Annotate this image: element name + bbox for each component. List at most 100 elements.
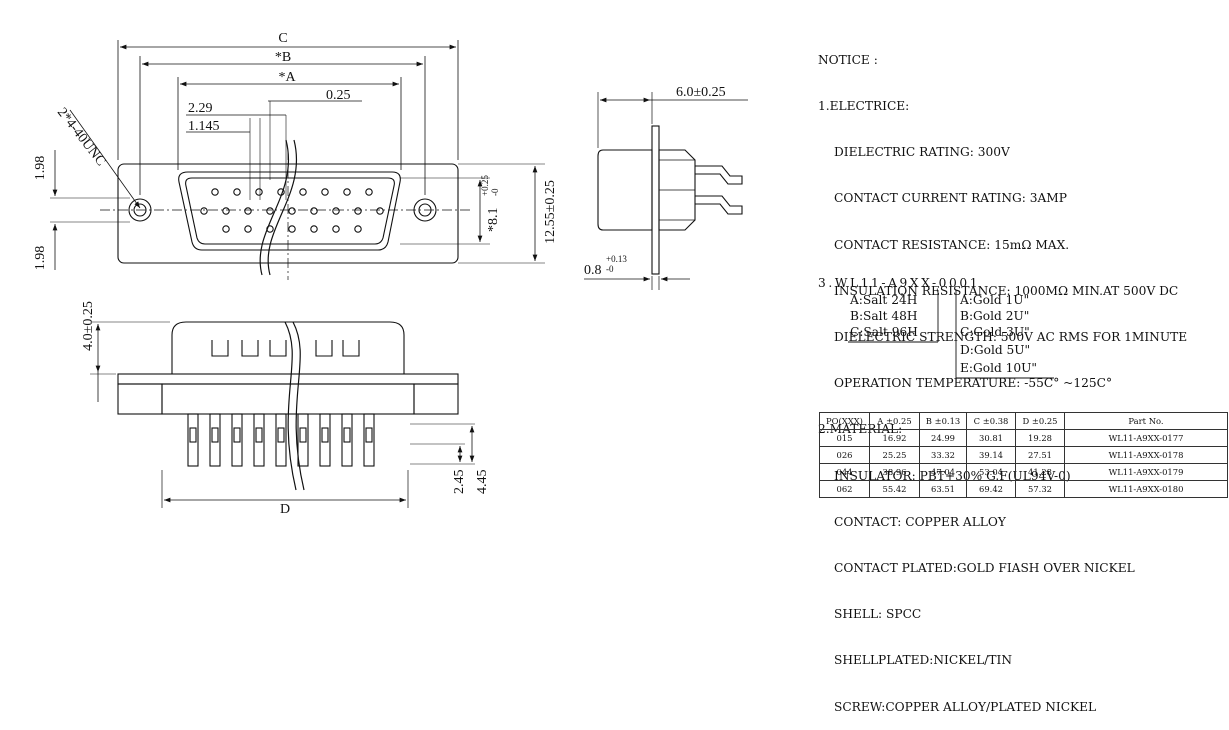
terminal-pin <box>319 413 331 467</box>
terminal-slot <box>233 427 241 443</box>
electric-line: CONTACT CURRENT RATING: 3AMP <box>834 191 1067 206</box>
table-header: B ±0.13 <box>919 412 967 430</box>
terminal-pin <box>231 413 243 467</box>
table-cell: 27.51 <box>1015 446 1065 464</box>
table-cell: WL11-A9XX-0177 <box>1064 429 1228 447</box>
pin-contact <box>376 207 384 215</box>
dim-025-label: 0.25 <box>326 88 351 103</box>
table-cell: 47.04 <box>919 463 967 481</box>
dim-b-label: *B <box>275 50 291 65</box>
dim-445-label: 4.45 <box>475 470 490 495</box>
dim-245-label: 2.45 <box>452 470 467 495</box>
table-header-row: PO(XXX) A ±0.25 B ±0.13 C ±0.38 D ±0.25 … <box>819 412 1228 430</box>
dim-a-label: *A <box>278 70 296 85</box>
dim-81-group: *8.1 +0.25 -0 <box>480 175 501 232</box>
dim-81-tol-dn: -0 <box>490 188 500 196</box>
salt-option: B:Salt 48H <box>850 309 918 323</box>
notch-row <box>211 340 360 357</box>
table-cell: WL11-A9XX-0180 <box>1064 480 1228 498</box>
table-row: 044 38.96 47.04 53.04 41.28 WL11-A9XX-01… <box>819 463 1228 481</box>
table-cell: 39.14 <box>966 446 1016 464</box>
pin-grid <box>200 188 384 233</box>
front-shell <box>178 171 401 251</box>
bottom-shell <box>171 321 405 374</box>
dim-screw-label: 2*4-40UNC <box>54 105 108 169</box>
table-cell: 015 <box>819 429 870 447</box>
electric-line: INSULATION RESISTANCE: 1000MΩ MIN.AT 500… <box>834 283 1179 298</box>
material-line: SCREW:COPPER ALLOY/PLATED NICKEL <box>834 699 1097 714</box>
pin-contact <box>310 225 318 233</box>
pin-contact <box>365 188 373 196</box>
salt-option: C:Salt 96H <box>850 325 918 339</box>
pin-contact <box>266 225 274 233</box>
pin-contact <box>354 225 362 233</box>
dim-229-label: 2.29 <box>188 101 213 116</box>
table-cell: 25.25 <box>869 446 920 464</box>
bottom-view <box>90 321 475 508</box>
shell-notch <box>241 340 259 357</box>
pin-contact <box>244 207 252 215</box>
shell-notch <box>315 340 333 357</box>
pin-contact <box>332 207 340 215</box>
dim-81-tol-up: +0.25 <box>480 175 490 196</box>
table-cell: WL11-A9XX-0179 <box>1064 463 1228 481</box>
pin-contact <box>266 207 274 215</box>
material-line: SHELLPLATED:NICKEL/TIN <box>834 653 1013 668</box>
table-cell: 41.28 <box>1015 463 1065 481</box>
table-header: A ±0.25 <box>869 412 920 430</box>
gold-option: B:Gold 2U" <box>960 309 1030 323</box>
material-line: CONTACT: COPPER ALLOY <box>834 514 1006 529</box>
dim-08-tol-dn: -0 <box>606 264 614 274</box>
terminal-pin <box>209 413 221 467</box>
electric-line: DIELECTRIC RATING: 300V <box>834 145 1010 160</box>
gold-option: E:Gold 10U" <box>960 361 1038 375</box>
shell-notch <box>269 340 287 357</box>
dim-198-bottom-label: 1.98 <box>33 246 48 271</box>
dim-08-tol-up: +0.13 <box>606 254 627 264</box>
connector-drawing: C *B *A 0.25 2.29 1.145 2*4-40UNC 1.98 1… <box>33 31 1054 517</box>
pin-contact <box>321 188 329 196</box>
dim-1255-label: 12.55±0.25 <box>543 180 558 244</box>
pin-contact <box>288 225 296 233</box>
electric-title: 1.ELECTRICE: <box>818 99 910 114</box>
terminal-pin <box>341 413 353 467</box>
table-cell: 63.51 <box>919 480 967 498</box>
pin-contact <box>343 188 351 196</box>
terminal-slot <box>211 427 219 443</box>
dim-40-label: 4.0±0.25 <box>81 301 96 351</box>
pin-contact <box>354 207 362 215</box>
dim-08-label: 0.8 <box>584 263 602 278</box>
electric-line: DIELECTRIC STRENGTH: 500V AC RMS FOR 1MI… <box>834 330 1188 345</box>
terminal-slot <box>321 427 329 443</box>
gold-option: D:Gold 5U" <box>960 343 1031 357</box>
material-line: SHELL: SPCC <box>834 607 922 622</box>
pin-contact <box>222 207 230 215</box>
table-row: 062 55.42 63.51 69.42 57.32 WL11-A9XX-01… <box>819 480 1228 498</box>
table-cell: 24.99 <box>919 429 967 447</box>
pin-contact <box>222 225 230 233</box>
dim-c-label: C <box>278 31 287 46</box>
table-cell: WL11-A9XX-0178 <box>1064 446 1228 464</box>
table-row: 026 25.25 33.32 39.14 27.51 WL11-A9XX-01… <box>819 446 1228 464</box>
side-view <box>584 92 748 290</box>
terminal-slot <box>299 427 307 443</box>
notice-block: NOTICE : 1.ELECTRICE: DIELECTRIC RATING:… <box>818 22 1187 730</box>
pin-contact <box>200 207 208 215</box>
table-cell: 044 <box>819 463 870 481</box>
pin-contact <box>233 188 241 196</box>
terminal-slot <box>365 427 373 443</box>
terminal-slot <box>189 427 197 443</box>
bottom-flange-left <box>117 383 163 415</box>
pin-contact <box>299 188 307 196</box>
break-line-front <box>259 139 289 276</box>
terminal-pin <box>187 413 199 467</box>
side-pin-top <box>695 165 743 185</box>
terminal-row <box>187 413 375 467</box>
electric-line: CONTACT RESISTANCE: 15mΩ MAX. <box>834 237 1070 252</box>
terminal-slot <box>255 427 263 443</box>
break-line-front-2 <box>267 139 297 276</box>
material-line: CONTACT PLATED:GOLD FIASH OVER NICKEL <box>834 561 1135 576</box>
front-shell-inner <box>185 177 395 245</box>
salt-option: A:Salt 24H <box>850 293 918 307</box>
dim-81-label: *8.1 <box>486 208 501 233</box>
